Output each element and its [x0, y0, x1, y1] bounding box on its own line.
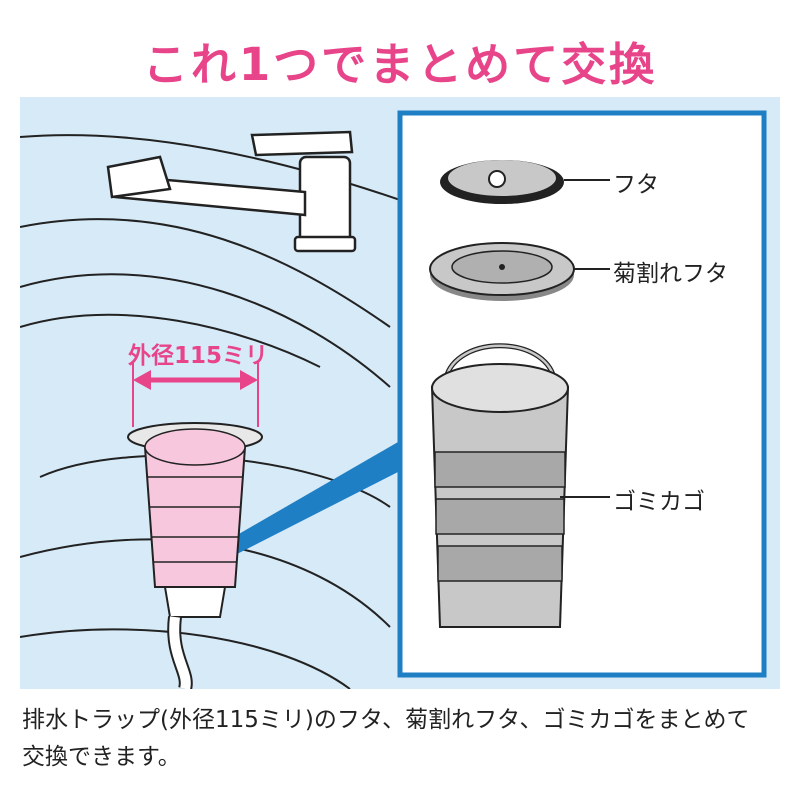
drain-trap-drawing — [127, 422, 263, 691]
faucet-drawing — [106, 130, 357, 253]
headline: これ1つでまとめて交換 — [142, 38, 658, 91]
sink-drawing — [19, 110, 767, 691]
caption-line-2: 交換できます。 — [22, 744, 181, 770]
sink-illustration: 外径115ミリ フタ 菊割れフタ ゴミカゴ — [19, 97, 780, 691]
basket-drawing — [430, 343, 610, 628]
caption: 排水トラップ(外径115ミリ)のフタ、菊割れフタ、ゴミカゴをまとめて 交換できま… — [22, 702, 782, 776]
chrysanthemum-lid-drawing — [429, 242, 610, 301]
basket-label: ゴミカゴ — [613, 489, 705, 515]
caption-line-1: 排水トラップ(外径115ミリ)のフタ、菊割れフタ、ゴミカゴをまとめて — [22, 707, 750, 733]
dimension-arrow — [132, 362, 259, 427]
lid-drawing — [440, 160, 610, 204]
detail-frame — [397, 110, 767, 678]
chrysanthemum-lid-label: 菊割れフタ — [613, 261, 728, 287]
lid-label: フタ — [613, 172, 659, 198]
dimension-label: 外径115ミリ — [128, 343, 269, 369]
